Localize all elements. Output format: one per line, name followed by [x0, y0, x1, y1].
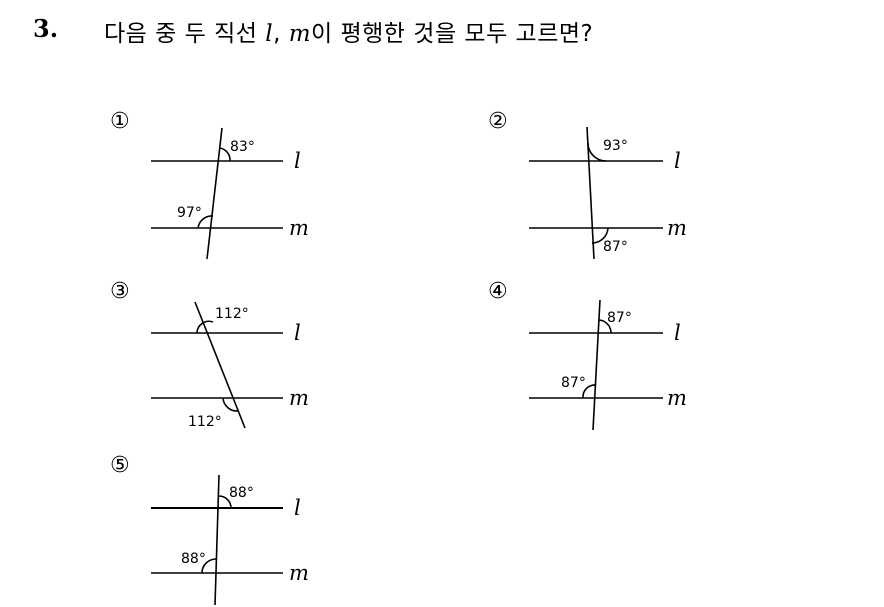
angle-label-bottom-4: 87° — [561, 375, 586, 391]
line-label-m-1: m — [289, 216, 309, 240]
angle-label-bottom-5: 88° — [181, 551, 206, 567]
figure-3 — [151, 301, 283, 429]
angle-arc-top-5 — [218, 495, 232, 509]
question-number: 3. — [33, 14, 59, 43]
choice-marker-1: ① — [110, 109, 130, 134]
choice-marker-2: ② — [488, 109, 508, 134]
question-text-after: 이 평행한 것을 모두 고르면? — [311, 21, 594, 47]
angle-arc-bottom-2 — [591, 227, 609, 244]
var-m: m — [288, 21, 312, 47]
line-label-m-4: m — [667, 386, 687, 410]
figure-1 — [151, 127, 283, 260]
angle-label-top-2: 93° — [603, 138, 628, 154]
choice-marker-3: ③ — [110, 279, 130, 304]
transversal-4 — [592, 299, 601, 431]
line-label-l-1: l — [294, 149, 301, 173]
line-label-m-2: m — [667, 216, 687, 240]
line-label-l-3: l — [294, 321, 301, 345]
line-label-m-3: m — [289, 386, 309, 410]
question-comma: , — [273, 21, 289, 47]
question-text: 다음 중 두 직선 l, m이 평행한 것을 모두 고르면? — [104, 14, 593, 48]
angle-label-top-5: 88° — [229, 485, 254, 501]
angle-label-bottom-3: 112° — [188, 414, 222, 430]
line-label-l-2: l — [674, 149, 681, 173]
figure-4 — [529, 299, 663, 431]
angle-arc-bottom-4 — [582, 384, 597, 399]
angle-arc-top-1 — [218, 147, 231, 162]
line-label-m-5: m — [289, 561, 309, 585]
question-text-before: 다음 중 두 직선 — [104, 21, 266, 47]
angle-label-bottom-2: 87° — [603, 239, 628, 255]
angle-arc-bottom-5 — [201, 558, 217, 574]
choice-marker-5: ⑤ — [110, 453, 130, 478]
angle-arc-top-3 — [196, 320, 214, 334]
angle-label-bottom-1: 97° — [177, 205, 202, 221]
choice-marker-4: ④ — [488, 279, 508, 304]
angle-arc-top-4 — [598, 319, 612, 334]
figure-2 — [529, 126, 663, 260]
angle-arc-top-2 — [587, 142, 607, 162]
figure-5 — [151, 474, 283, 606]
transversal-5 — [214, 474, 220, 606]
angle-label-top-1: 83° — [230, 139, 255, 155]
line-label-l-4: l — [674, 321, 681, 345]
angle-arc-bottom-1 — [197, 215, 214, 229]
var-l: l — [265, 21, 274, 47]
angle-label-top-3: 112° — [215, 306, 249, 322]
transversal-1 — [206, 127, 223, 260]
angle-arc-bottom-3 — [222, 397, 239, 412]
angle-label-top-4: 87° — [607, 310, 632, 326]
line-label-l-5: l — [294, 496, 301, 520]
